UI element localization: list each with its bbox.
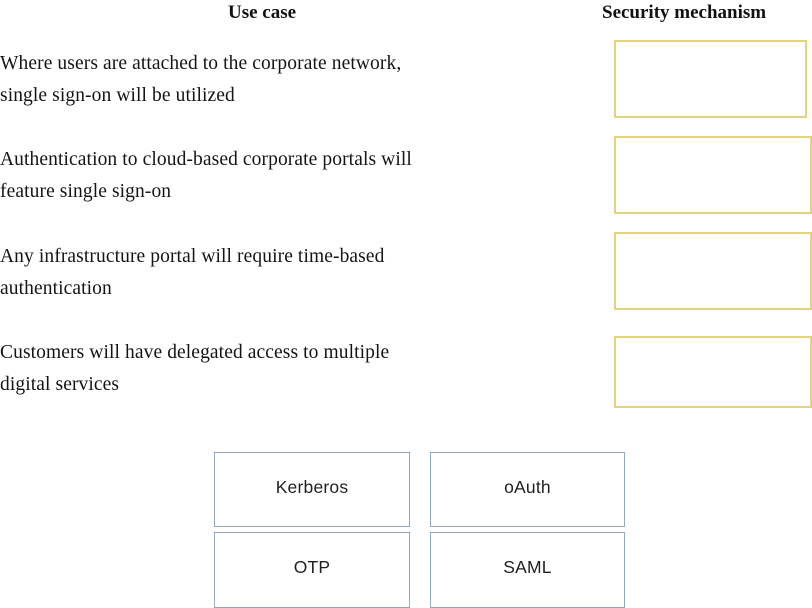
answer-option-otp[interactable]: OTP: [214, 532, 410, 608]
answer-option-label: SAML: [503, 557, 552, 577]
use-case-row: Where users are attached to the corporat…: [0, 48, 600, 112]
answer-bank: Kerberos oAuth OTP SAML: [214, 452, 625, 608]
use-case-text-line1: Authentication to cloud-based corporate …: [0, 149, 412, 170]
answer-option-label: OTP: [293, 557, 331, 577]
drop-target-3[interactable]: [614, 232, 812, 310]
drop-target-1[interactable]: [614, 40, 807, 118]
answer-option-label: Kerberos: [275, 477, 349, 497]
column-header-use-case: Use case: [227, 2, 297, 23]
use-case-row: Authentication to cloud-based corporate …: [0, 144, 600, 208]
drop-target-4[interactable]: [614, 336, 812, 408]
column-header-security-mechanism: Security mechanism: [602, 2, 767, 23]
answer-option-oauth[interactable]: oAuth: [430, 452, 625, 527]
answer-option-saml[interactable]: SAML: [430, 532, 625, 608]
use-case-row: Any infrastructure portal will require t…: [0, 241, 600, 305]
use-case-text-line2: digital services: [0, 374, 120, 395]
answer-option-label: oAuth: [504, 477, 551, 497]
use-case-text-line1: Where users are attached to the corporat…: [0, 53, 402, 74]
answer-option-kerberos[interactable]: Kerberos: [214, 452, 410, 527]
drop-target-2[interactable]: [614, 136, 812, 214]
use-case-text-line2: authentication: [0, 278, 112, 299]
use-case-row: Customers will have delegated access to …: [0, 337, 600, 401]
use-case-text-line1: Any infrastructure portal will require t…: [0, 246, 385, 267]
use-case-text-line2: feature single sign-on: [0, 181, 172, 202]
use-case-text-line2: single sign-on will be utilized: [0, 85, 235, 106]
use-case-text-line1: Customers will have delegated access to …: [0, 342, 390, 363]
